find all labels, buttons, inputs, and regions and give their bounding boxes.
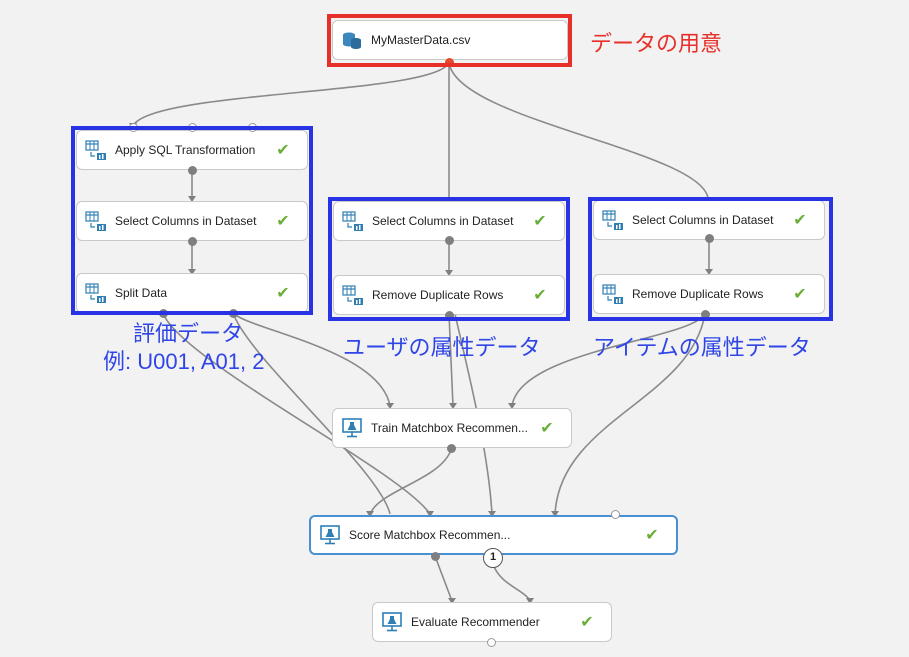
wire <box>369 449 452 515</box>
module-train-matchbox-recommender[interactable]: Train Matchbox Recommen... ✔ <box>332 408 572 448</box>
module-mymasterdata[interactable]: MyMasterData.csv <box>332 20 568 60</box>
check-icon: ✔ <box>276 142 290 159</box>
arrowhead <box>551 511 559 517</box>
wire <box>511 313 706 407</box>
flask-monitor-icon <box>341 417 363 439</box>
arrowhead <box>386 403 394 409</box>
arrowhead <box>705 269 713 275</box>
arrowhead <box>366 511 374 517</box>
output-port[interactable] <box>445 236 454 245</box>
module-remove-duplicate-rows-item[interactable]: Remove Duplicate Rows ✔ <box>593 274 825 314</box>
wire <box>132 61 450 127</box>
annotation-data-prep: データの用意 <box>590 31 723 56</box>
wire <box>162 312 431 515</box>
module-label: Remove Duplicate Rows <box>372 288 504 302</box>
annotation-user-attributes: ユーザの属性データ <box>343 335 541 360</box>
check-icon: ✔ <box>645 527 659 544</box>
module-label: Apply SQL Transformation <box>115 143 256 157</box>
module-label: MyMasterData.csv <box>371 33 471 47</box>
check-icon: ✔ <box>276 285 290 302</box>
annotation-item-attributes: アイテムの属性データ <box>593 335 811 360</box>
check-icon: ✔ <box>793 286 807 303</box>
module-split-data[interactable]: Split Data ✔ <box>76 273 308 313</box>
arrowhead <box>488 511 496 517</box>
output-port[interactable] <box>487 638 496 647</box>
check-icon: ✔ <box>533 213 547 230</box>
output-port[interactable] <box>188 166 197 175</box>
module-label: Split Data <box>115 286 168 300</box>
annotation-box-item-attributes <box>588 197 833 321</box>
module-label: Score Matchbox Recommen... <box>349 528 511 542</box>
check-icon: ✔ <box>580 614 594 631</box>
flask-monitor-icon <box>319 524 341 546</box>
module-label: Evaluate Recommender <box>411 615 540 629</box>
flask-monitor-icon <box>381 611 403 633</box>
module-select-columns-item[interactable]: Select Columns in Dataset ✔ <box>593 200 825 240</box>
module-label: Select Columns in Dataset <box>632 213 774 227</box>
annotation-box-rating-data <box>71 126 313 315</box>
input-port[interactable] <box>611 510 620 519</box>
module-label: Remove Duplicate Rows <box>632 287 764 301</box>
wire <box>554 313 706 515</box>
annotation-rating-data: 評価データ <box>133 321 244 346</box>
arrowhead <box>449 403 457 409</box>
output-port[interactable] <box>445 311 454 320</box>
check-icon: ✔ <box>276 213 290 230</box>
check-icon: ✔ <box>793 212 807 229</box>
output-port[interactable] <box>188 237 197 246</box>
arrowhead <box>188 196 196 202</box>
wire <box>232 312 391 515</box>
arrowhead <box>526 598 534 604</box>
arrowhead <box>445 270 453 276</box>
arrowhead <box>426 511 434 517</box>
arrowhead <box>188 269 196 275</box>
annotation-rating-example: 例: U001, A01, 2 <box>103 349 265 374</box>
output-badge: 1 <box>483 548 503 568</box>
module-label: Train Matchbox Recommen... <box>371 421 528 435</box>
wire <box>448 61 709 199</box>
output-port[interactable] <box>445 58 454 67</box>
module-label: Select Columns in Dataset <box>115 214 257 228</box>
module-evaluate-recommender[interactable]: Evaluate Recommender ✔ <box>372 602 612 642</box>
output-port[interactable] <box>705 234 714 243</box>
annotation-box-user-attributes <box>328 197 570 321</box>
output-port[interactable] <box>431 552 440 561</box>
check-icon: ✔ <box>533 287 547 304</box>
output-port[interactable] <box>447 444 456 453</box>
wire <box>434 555 453 602</box>
check-icon: ✔ <box>540 420 554 437</box>
wire <box>448 313 454 407</box>
arrowhead <box>448 598 456 604</box>
output-port[interactable] <box>701 310 710 319</box>
wire <box>232 312 391 407</box>
annotation-box-data-prep <box>327 14 572 67</box>
arrowhead <box>508 403 516 409</box>
module-label: Select Columns in Dataset <box>372 214 514 228</box>
wire <box>492 563 531 602</box>
